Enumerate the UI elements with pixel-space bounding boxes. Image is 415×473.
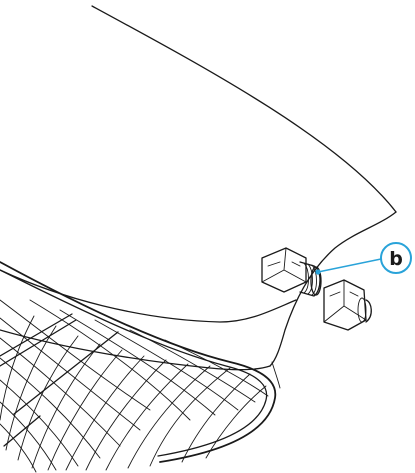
fan-grille: [0, 261, 277, 473]
housing-body: [0, 5, 397, 389]
callout-leader: [317, 258, 382, 273]
callout-badge: [380, 242, 412, 274]
callout-label: b: [389, 248, 403, 270]
coupling-nut: [323, 279, 372, 331]
callout-b: b: [315, 242, 412, 275]
hex-fitting: [261, 247, 322, 297]
callout-anchor-dot: [315, 269, 321, 275]
